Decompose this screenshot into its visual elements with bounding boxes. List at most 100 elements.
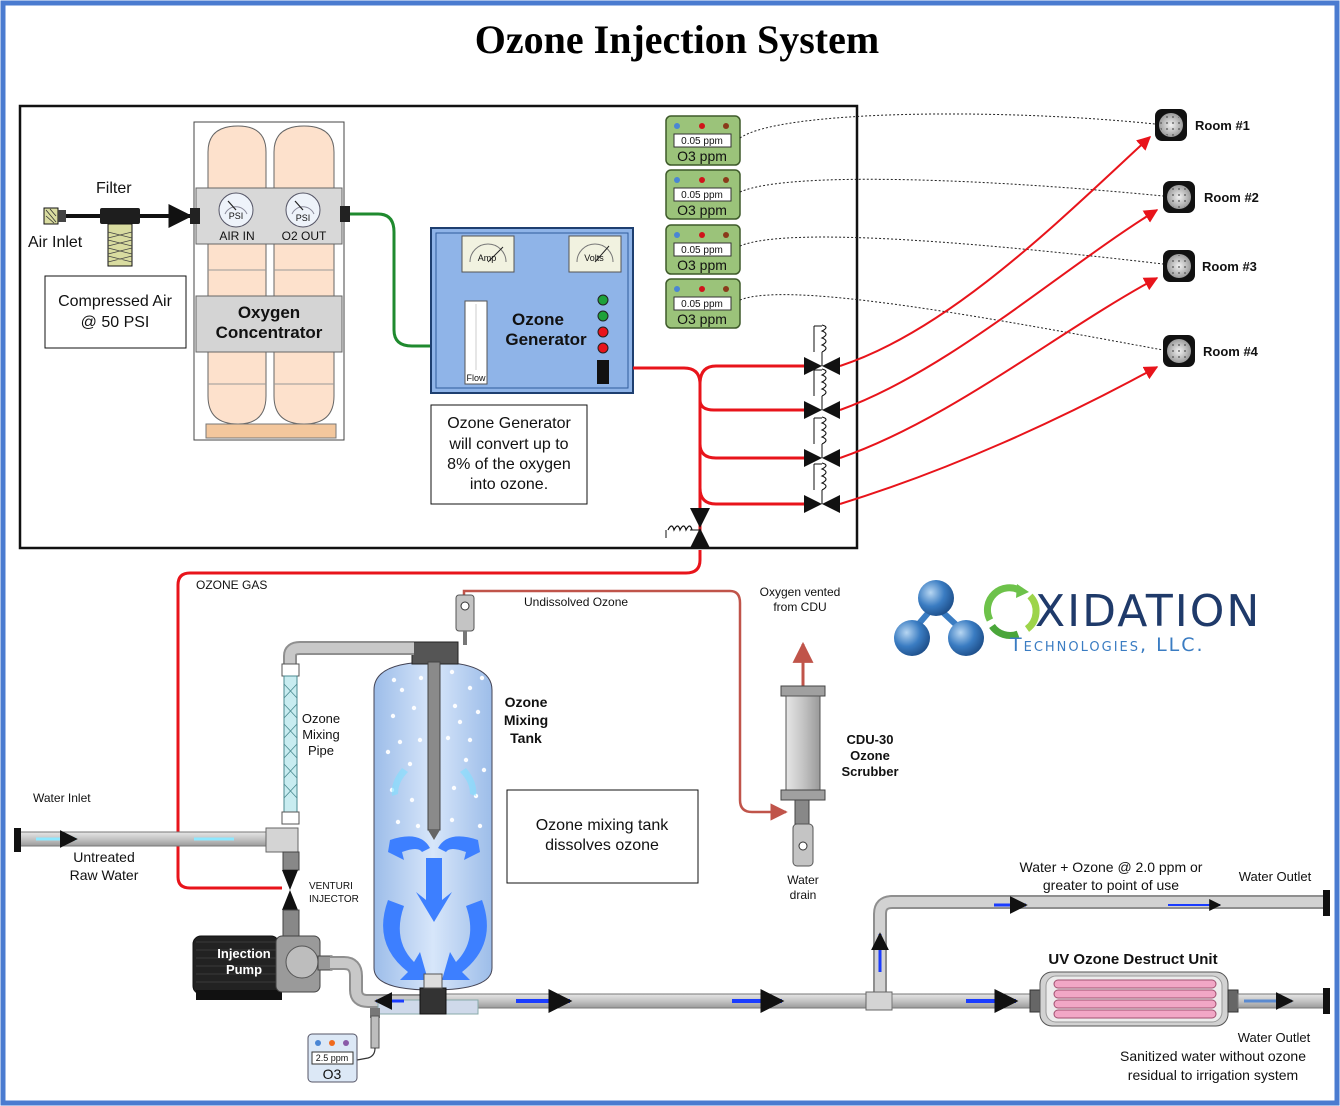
equipment-enclosure	[18, 104, 859, 550]
water-drain-line1: Water	[787, 873, 819, 887]
generator-note-line2: will convert up to	[448, 436, 568, 453]
cdu-label-line3: Scrubber	[841, 764, 898, 779]
water-outlet-top-label: Water Outlet	[1239, 869, 1312, 884]
room-feed-lines	[839, 136, 1159, 505]
main-water-line	[419, 993, 881, 1009]
volts-meter-label: Volts	[584, 253, 604, 263]
ozone-distribution-lines	[176, 364, 806, 890]
o3-meter-label: O3	[323, 1066, 342, 1082]
o3-monitor-reading: 0.05 ppm	[681, 299, 723, 310]
solenoid-valve-3[interactable]	[804, 416, 840, 467]
amp-meter-label: Amp	[478, 253, 497, 263]
compressed-air-note: Compressed Air @ 50 PSI	[44, 275, 187, 349]
undissolved-ozone-line	[462, 589, 788, 821]
flow-meter: Flow	[464, 300, 488, 385]
room-2: Room #2	[1163, 181, 1259, 213]
venturi-injector	[282, 870, 298, 910]
room-label: Room #2	[1204, 190, 1259, 205]
water-outlet-bottom-label: Water Outlet	[1238, 1030, 1311, 1045]
mixing-pipe-top-elbow-fill	[285, 643, 414, 664]
ozone-mixing-tank	[373, 641, 493, 991]
generator-note-line3: 8% of the oxygen	[447, 456, 571, 473]
water-drain-line2: drain	[790, 888, 817, 902]
tank-label-line2: Mixing	[504, 712, 548, 728]
solenoid-valves	[804, 324, 840, 513]
injection-pump	[192, 935, 333, 1000]
tank-vent-valve	[455, 594, 475, 645]
solenoid-valve-2[interactable]	[804, 368, 840, 419]
solenoid-valve-4[interactable]	[804, 462, 840, 513]
room-3: Room #3	[1163, 250, 1257, 282]
room-label: Room #4	[1203, 344, 1259, 359]
pump-discharge-pipe-fill	[330, 958, 420, 1006]
logo-sphere-left	[894, 620, 930, 656]
tank-diffuser	[423, 973, 443, 989]
air-in-gauge: PSI	[218, 192, 254, 228]
solenoid-valve-1[interactable]	[804, 324, 840, 375]
o2-out-label: O2 OUT	[282, 229, 327, 243]
o3-meter-reading: 2.5 ppm	[316, 1053, 349, 1063]
air-in-gauge-unit: PSI	[229, 211, 244, 221]
compressed-air-line2: @ 50 PSI	[81, 314, 150, 331]
sensor-wires	[739, 113, 1164, 351]
undissolved-ozone-label: Undissolved Ozone	[524, 595, 628, 609]
generator-note: Ozone Generator will convert up to 8% of…	[430, 404, 588, 505]
room-3-feed	[839, 277, 1159, 459]
inlet-tee	[265, 827, 299, 853]
room-label: Room #1	[1195, 118, 1250, 133]
o3-monitor-reading: 0.05 ppm	[681, 245, 723, 256]
oxygen-line	[350, 212, 432, 348]
room-sensors: Room #1 Room #2 Room #3 Room #4	[1155, 109, 1259, 367]
logo-word-2: Technologies, LLC.	[1009, 634, 1205, 656]
room-4-feed	[839, 366, 1159, 505]
volts-meter: Volts	[568, 235, 622, 273]
o3-inline-sensor	[356, 1008, 380, 1061]
cdu-label-line1: CDU-30	[847, 732, 894, 747]
water-outlet-top-cap	[1323, 890, 1330, 916]
uv-destruct-unit	[1029, 971, 1239, 1027]
concentrator-label-line2: Concentrator	[216, 323, 323, 342]
room-1-feed	[839, 136, 1152, 367]
generator-label-line2: Generator	[505, 330, 587, 349]
air-in-label: AIR IN	[219, 229, 254, 243]
treated-outlet-pipe-fill	[875, 897, 1326, 994]
room-2-feed	[839, 209, 1159, 411]
main-ozone-valve[interactable]	[665, 508, 710, 548]
mixing-note-line2: dissolves ozone	[545, 837, 659, 854]
oxygen-vented-line2: from CDU	[773, 600, 826, 614]
ozone-mixing-pipe	[281, 663, 300, 825]
pump-label-line2: Pump	[226, 962, 262, 977]
o3-monitor-reading: 0.05 ppm	[681, 190, 723, 201]
generator-power-switch	[597, 360, 609, 384]
venturi-label-line2: INJECTOR	[309, 894, 359, 905]
tank-label-line3: Tank	[510, 730, 542, 746]
sanitized-line1: Sanitized water without ozone	[1120, 1048, 1306, 1064]
o3-monitor-label: O3 ppm	[677, 148, 727, 164]
logo-word-1: XIDATION	[1035, 586, 1261, 637]
raw-water-line1: Untreated	[73, 849, 134, 865]
concentrator-label-line1: Oxygen	[238, 303, 300, 322]
water-inlet-label: Water Inlet	[33, 791, 91, 805]
ozone-gas-label: OZONE GAS	[196, 578, 267, 592]
room-4: Room #4	[1163, 335, 1259, 367]
concentrator-outlet-port	[340, 206, 350, 222]
generator-indicator-green-1	[597, 294, 609, 306]
uv-unit-label: UV Ozone Destruct Unit	[1048, 951, 1217, 968]
tank-flow-arrows	[383, 768, 487, 980]
mixing-pipe-line2: Mixing	[302, 727, 340, 742]
recycle-o-icon	[983, 584, 1040, 639]
water-ozone-line1: Water + Ozone @ 2.0 ppm or	[1020, 859, 1203, 875]
generator-label-line1: Ozone	[512, 310, 564, 329]
oxygen-concentrator	[193, 121, 345, 441]
flow-meter-label: Flow	[466, 373, 486, 383]
oxygen-vented-line1: Oxygen vented	[760, 585, 841, 599]
generator-indicator-red-2	[597, 342, 609, 354]
generator-indicator-green-2	[597, 310, 609, 322]
